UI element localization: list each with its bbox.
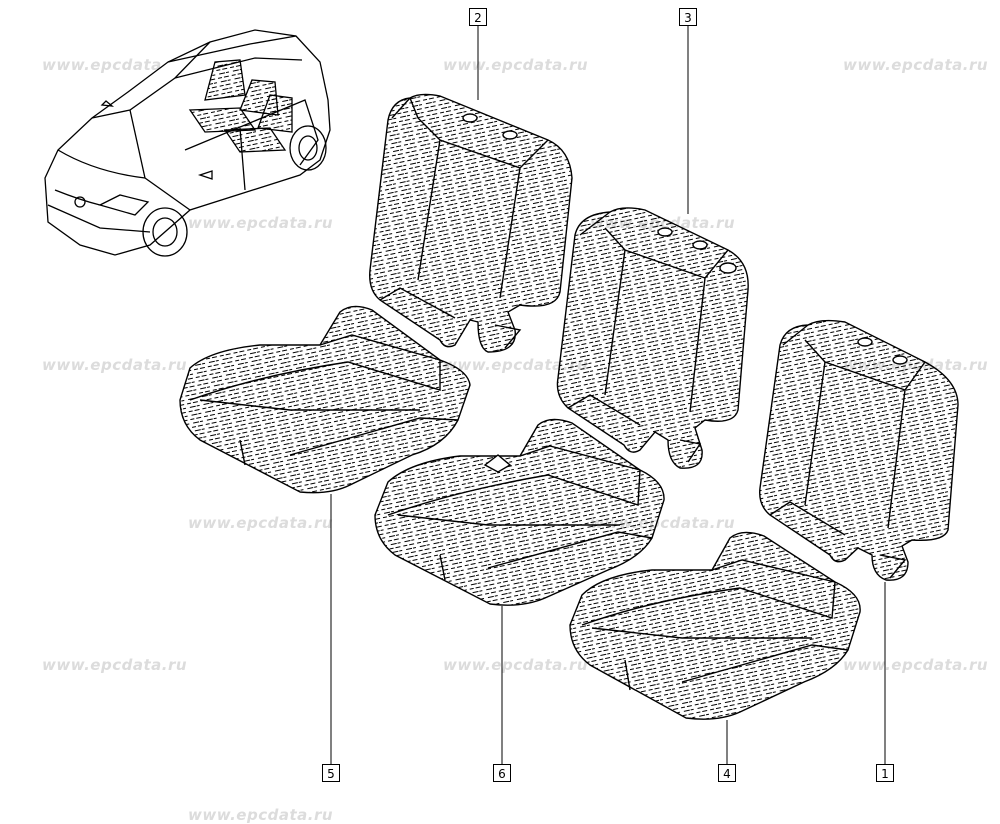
callout-5[interactable]: 5: [322, 764, 340, 782]
seatback-right: [759, 319, 959, 581]
seat-cushion-left: [179, 305, 471, 494]
watermark: www.epcdata.ru: [843, 56, 989, 74]
watermark: www.epcdata.ru: [42, 56, 188, 74]
watermark: www.epcdata.ru: [443, 356, 589, 374]
callout-6[interactable]: 6: [493, 764, 511, 782]
callout-3[interactable]: 3: [679, 8, 697, 26]
watermark: www.epcdata.ru: [188, 514, 334, 532]
leader-lines: [330, 26, 886, 764]
watermark: www.epcdata.ru: [443, 56, 589, 74]
callout-4[interactable]: 4: [718, 764, 736, 782]
seatback-left: [369, 93, 573, 353]
vehicle-thumbnail: [44, 29, 331, 257]
seat-cushion-center: [374, 418, 665, 606]
seatback-center: [556, 207, 749, 469]
callout-1[interactable]: 1: [876, 764, 894, 782]
watermark: www.epcdata.ru: [843, 656, 989, 674]
callout-2[interactable]: 2: [469, 8, 487, 26]
watermark: www.epcdata.ru: [42, 656, 188, 674]
watermark: www.epcdata.ru: [188, 214, 334, 232]
watermark: www.epcdata.ru: [443, 656, 589, 674]
seat-cushion-right: [569, 531, 861, 720]
watermark: www.epcdata.ru: [42, 356, 188, 374]
